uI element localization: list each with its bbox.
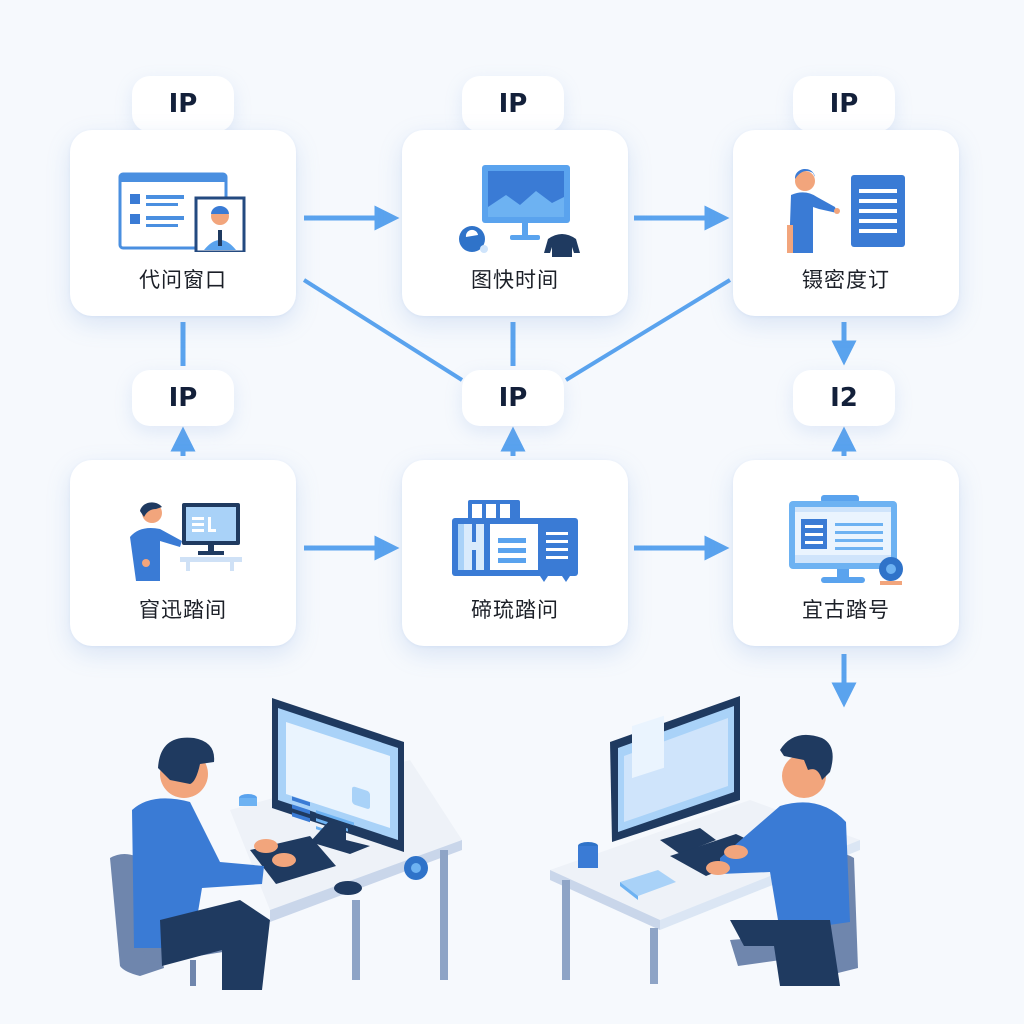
card-label: 碲琉踏问 — [471, 598, 559, 622]
badge-text: IP — [168, 383, 198, 413]
node-card-5[interactable]: 碲琉踏问 — [402, 460, 628, 646]
card-label: 镊密度订 — [802, 268, 890, 292]
building-document-icon — [452, 500, 578, 582]
profile-window-icon — [118, 172, 246, 252]
monitor-image-icon — [459, 165, 580, 257]
badge-text: I2 — [830, 383, 858, 413]
person-at-desk-icon — [550, 696, 860, 986]
person-at-desk-icon — [110, 698, 462, 990]
card-label: 代问窗口 — [139, 268, 227, 292]
line-card1-to-center-badge — [302, 278, 464, 382]
card-label: 图快时间 — [471, 268, 559, 292]
node-card-3[interactable]: 镊密度订 — [733, 130, 959, 316]
ip-badge-top-left: IP — [132, 76, 234, 132]
ip-badge-middle-left: IP — [132, 370, 234, 426]
card-label: 窅迅踏间 — [139, 598, 227, 622]
ip-badge-middle-right: I2 — [793, 370, 895, 426]
ip-badge-top-right: IP — [793, 76, 895, 132]
badge-text: IP — [498, 383, 528, 413]
node-card-1[interactable]: 代问窗口 — [70, 130, 296, 316]
person-at-monitor-icon — [130, 502, 242, 581]
badge-text: IP — [498, 89, 528, 119]
badge-text: IP — [829, 89, 859, 119]
card-label: 宜古踏号 — [802, 598, 890, 622]
badge-text: IP — [168, 89, 198, 119]
node-card-2[interactable]: 图快时间 — [402, 130, 628, 316]
monitor-webcam-icon — [789, 495, 903, 585]
line-card3-to-center-badge — [564, 278, 732, 382]
presenter-document-icon — [787, 168, 905, 253]
ip-badge-top-center: IP — [462, 76, 564, 132]
node-card-6[interactable]: 宜古踏号 — [733, 460, 959, 646]
ip-badge-middle-center: IP — [462, 370, 564, 426]
node-card-4[interactable]: 窅迅踏间 — [70, 460, 296, 646]
